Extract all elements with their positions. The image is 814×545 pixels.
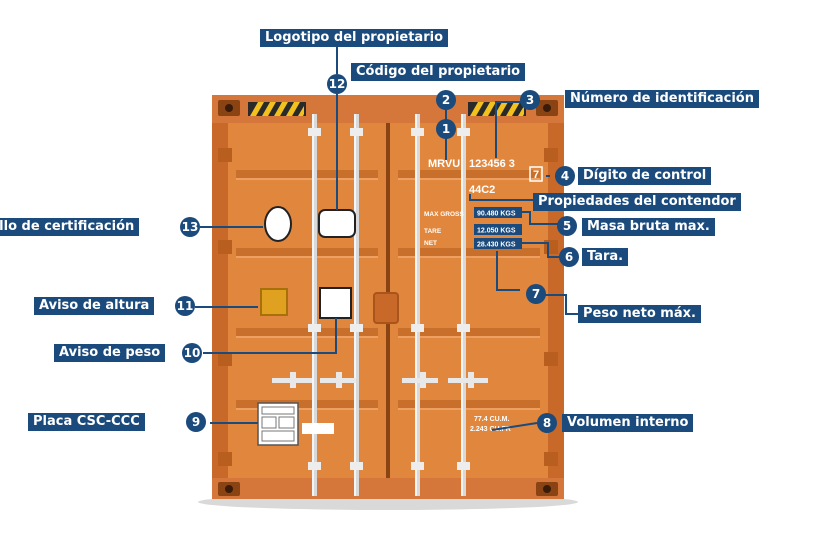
type-code-text: 44C2	[469, 184, 495, 196]
callout-8-badge: 8	[537, 413, 557, 433]
label-certification-seal: Sello de certificación	[0, 218, 140, 236]
callout-12-badge: 12	[327, 74, 347, 94]
callout-6-badge: 6	[559, 247, 579, 267]
callout-11-badge: 11	[175, 296, 195, 316]
max-gross-box	[474, 207, 522, 218]
weight-warning-sign	[319, 287, 352, 319]
callout-5-badge: 5	[557, 216, 577, 236]
left-door	[228, 123, 386, 478]
locking-bar-brackets	[308, 128, 470, 470]
tare-box	[474, 224, 522, 235]
height-warning-sign	[260, 288, 288, 316]
label-height-warning: Aviso de altura	[34, 297, 155, 315]
label-tare: Tara.	[582, 248, 629, 266]
callout-13-badge: 13	[180, 217, 200, 237]
volume-cubic-meters: 77.4 CU.M.	[474, 416, 509, 423]
check-digit-text: 7	[533, 169, 539, 181]
label-identification-number: Número de identificación	[565, 90, 759, 108]
label-max-gross: Masa bruta max.	[582, 218, 715, 236]
label-container-properties: Propiedades del contendor	[533, 193, 741, 211]
callout-1-badge: 1	[436, 119, 456, 139]
serial-number-text: 123456 3	[469, 158, 515, 170]
label-owner-logo: Logotipo del propietario	[260, 29, 449, 47]
label-max-net: Peso neto máx.	[578, 305, 701, 323]
callout-2-badge: 2	[436, 90, 456, 110]
hazard-stripe-left	[248, 102, 306, 116]
tare-value: 12.050 KGS	[477, 228, 516, 235]
max-gross-label: MAX GROSS	[424, 211, 464, 218]
max-gross-value: 90.480 KGS	[477, 211, 516, 218]
white-placard	[302, 423, 334, 434]
label-check-digit: Dígito de control	[578, 167, 712, 185]
check-digit-box	[529, 166, 543, 182]
center-latch	[373, 292, 399, 324]
door-handles	[272, 372, 488, 388]
net-box	[474, 238, 522, 249]
net-label: NET	[424, 240, 437, 247]
callout-4-badge: 4	[555, 166, 575, 186]
callout-7-badge: 7	[526, 284, 546, 304]
leader-lines	[195, 46, 578, 431]
label-weight-warning: Aviso de peso	[54, 344, 166, 362]
tare-label: TARE	[424, 228, 442, 235]
volume-cubic-feet: 2.243 CU.FR	[470, 426, 511, 433]
locking-bars	[312, 114, 466, 496]
certification-seal	[264, 206, 292, 242]
csc-plate	[257, 402, 299, 446]
label-csc-plate: Placa CSC-CCC	[28, 413, 145, 431]
callout-10-badge: 10	[182, 343, 202, 363]
label-owner-code: Código del propietario	[351, 63, 526, 81]
bottom-rail	[212, 478, 564, 499]
label-internal-volume: Volumen interno	[562, 414, 694, 432]
callout-9-badge: 9	[186, 412, 206, 432]
callout-3-badge: 3	[520, 90, 540, 110]
owner-logo-panel	[318, 209, 356, 238]
owner-code-text: MRVU	[428, 158, 460, 170]
hinges	[218, 148, 558, 466]
net-value: 28.430 KGS	[477, 242, 516, 249]
